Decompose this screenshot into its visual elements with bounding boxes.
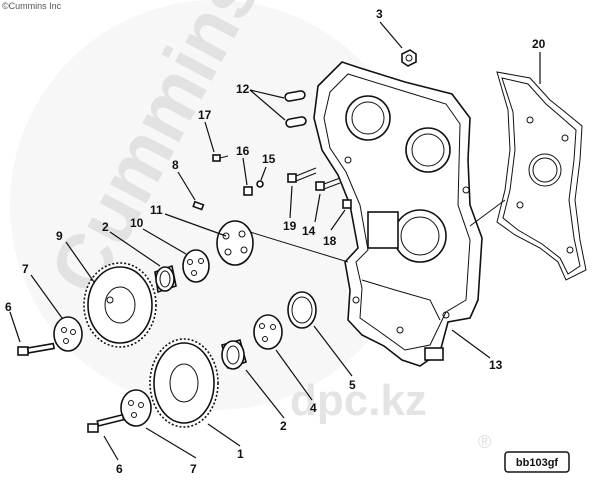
plug-part-3 <box>401 49 417 67</box>
callout-7-lower: 7 <box>190 462 197 476</box>
bushing-part-2-upper <box>154 264 177 294</box>
capscrew-part-6-upper <box>17 342 56 356</box>
gear-housing-part-13 <box>313 61 483 367</box>
callout-18: 18 <box>323 234 337 248</box>
callout-16: 16 <box>236 144 250 158</box>
callout-6-lower: 6 <box>116 462 123 476</box>
callout-14: 14 <box>302 224 316 238</box>
callout-3: 3 <box>376 7 383 21</box>
alignment-lines <box>249 199 506 263</box>
bushing-part-2-lower <box>221 339 247 370</box>
callout-19: 19 <box>283 219 297 233</box>
idler-gear-part-9 <box>83 262 157 348</box>
callout-17: 17 <box>198 108 212 122</box>
plate-part-7-lower <box>120 389 152 427</box>
callout-12: 12 <box>236 82 250 96</box>
callout-7-upper: 7 <box>22 262 29 276</box>
registered-mark: ® <box>478 432 491 452</box>
hub-part-10 <box>182 249 210 283</box>
washer-part-15 <box>256 180 264 188</box>
callout-10: 10 <box>130 216 144 230</box>
capscrew-part-19 <box>287 167 317 183</box>
key-part-8 <box>192 200 205 211</box>
capscrew-part-6-lower <box>87 413 125 433</box>
thrust-plate-part-11 <box>216 220 254 266</box>
callout-8: 8 <box>172 158 179 172</box>
callout-4: 4 <box>310 401 317 415</box>
callout-20: 20 <box>532 37 546 51</box>
callout-6-upper: 6 <box>5 300 12 314</box>
plate-part-7-upper <box>53 316 83 352</box>
capscrew-part-14 <box>315 177 341 191</box>
callout-1: 1 <box>237 447 244 461</box>
capscrew-part-18 <box>342 199 352 209</box>
seal-ring-part-5 <box>287 291 317 329</box>
figure-code: bb103gf <box>516 457 559 469</box>
callout-2-lower: 2 <box>280 419 287 433</box>
callout-15: 15 <box>262 152 276 166</box>
screw-part-17 <box>212 154 229 162</box>
gear-part-1 <box>149 338 219 428</box>
callout-13: 13 <box>489 358 503 372</box>
copyright-text: ©Cummins Inc <box>2 1 62 11</box>
gasket-part-20 <box>496 71 587 281</box>
screw-part-16 <box>243 186 253 196</box>
callout-11: 11 <box>150 203 163 217</box>
dowel-pins-part-12 <box>284 90 307 128</box>
callout-5: 5 <box>349 378 356 392</box>
callout-9: 9 <box>56 229 63 243</box>
callout-2-upper: 2 <box>102 220 109 234</box>
leader-lines <box>9 21 541 461</box>
hub-part-4 <box>253 314 283 350</box>
figure-code-box: bb103gf <box>504 451 570 473</box>
site-watermark: dpc.kz <box>290 376 427 425</box>
callout-labels: 3 20 12 17 16 15 8 11 10 9 2 7 6 19 14 1… <box>5 7 546 476</box>
